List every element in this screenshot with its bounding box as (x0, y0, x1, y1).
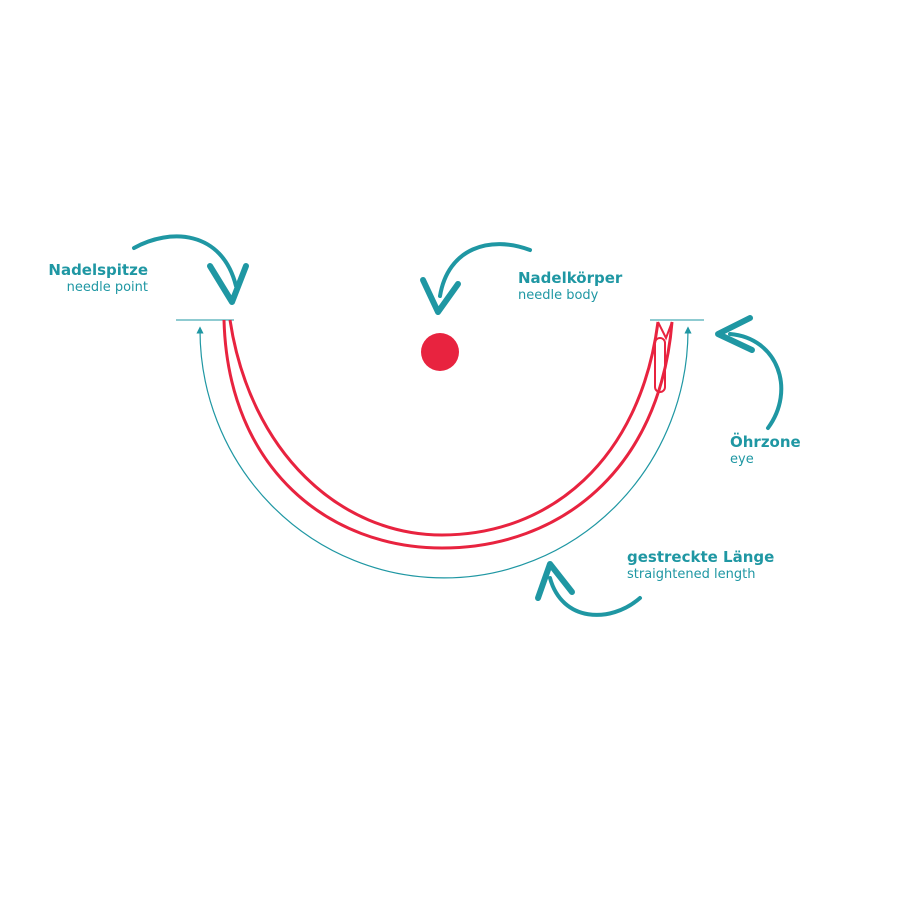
label-straightened-length-de: gestreckte Länge (627, 548, 775, 566)
arrow-icon (715, 315, 784, 430)
label-needle-point: Nadelspitze needle point (48, 261, 148, 297)
straightened-length-arc (196, 326, 692, 579)
label-needle-body: Nadelkörper needle body (518, 269, 622, 305)
label-eye-zone-en: eye (730, 452, 754, 467)
label-needle-body-en: needle body (518, 288, 599, 303)
label-needle-body-de: Nadelkörper (518, 269, 623, 287)
label-needle-point-en: needle point (66, 280, 148, 295)
arrow-icon (420, 242, 532, 315)
arrow-icon (132, 234, 249, 305)
label-eye-zone: Öhrzone eye (730, 433, 801, 469)
label-straightened-length-en: straightened length (627, 567, 756, 582)
label-eye-zone-de: Öhrzone (730, 433, 801, 451)
label-straightened-length: gestreckte Länge straightened length (627, 548, 774, 584)
needle-cross-section-dot (421, 333, 459, 371)
needle-eye-shape (654, 321, 673, 393)
arrow-icon (535, 561, 642, 617)
label-needle-point-de: Nadelspitze (48, 261, 148, 279)
needle-inner-curve (228, 319, 660, 537)
needle-outer-curve (222, 319, 674, 550)
